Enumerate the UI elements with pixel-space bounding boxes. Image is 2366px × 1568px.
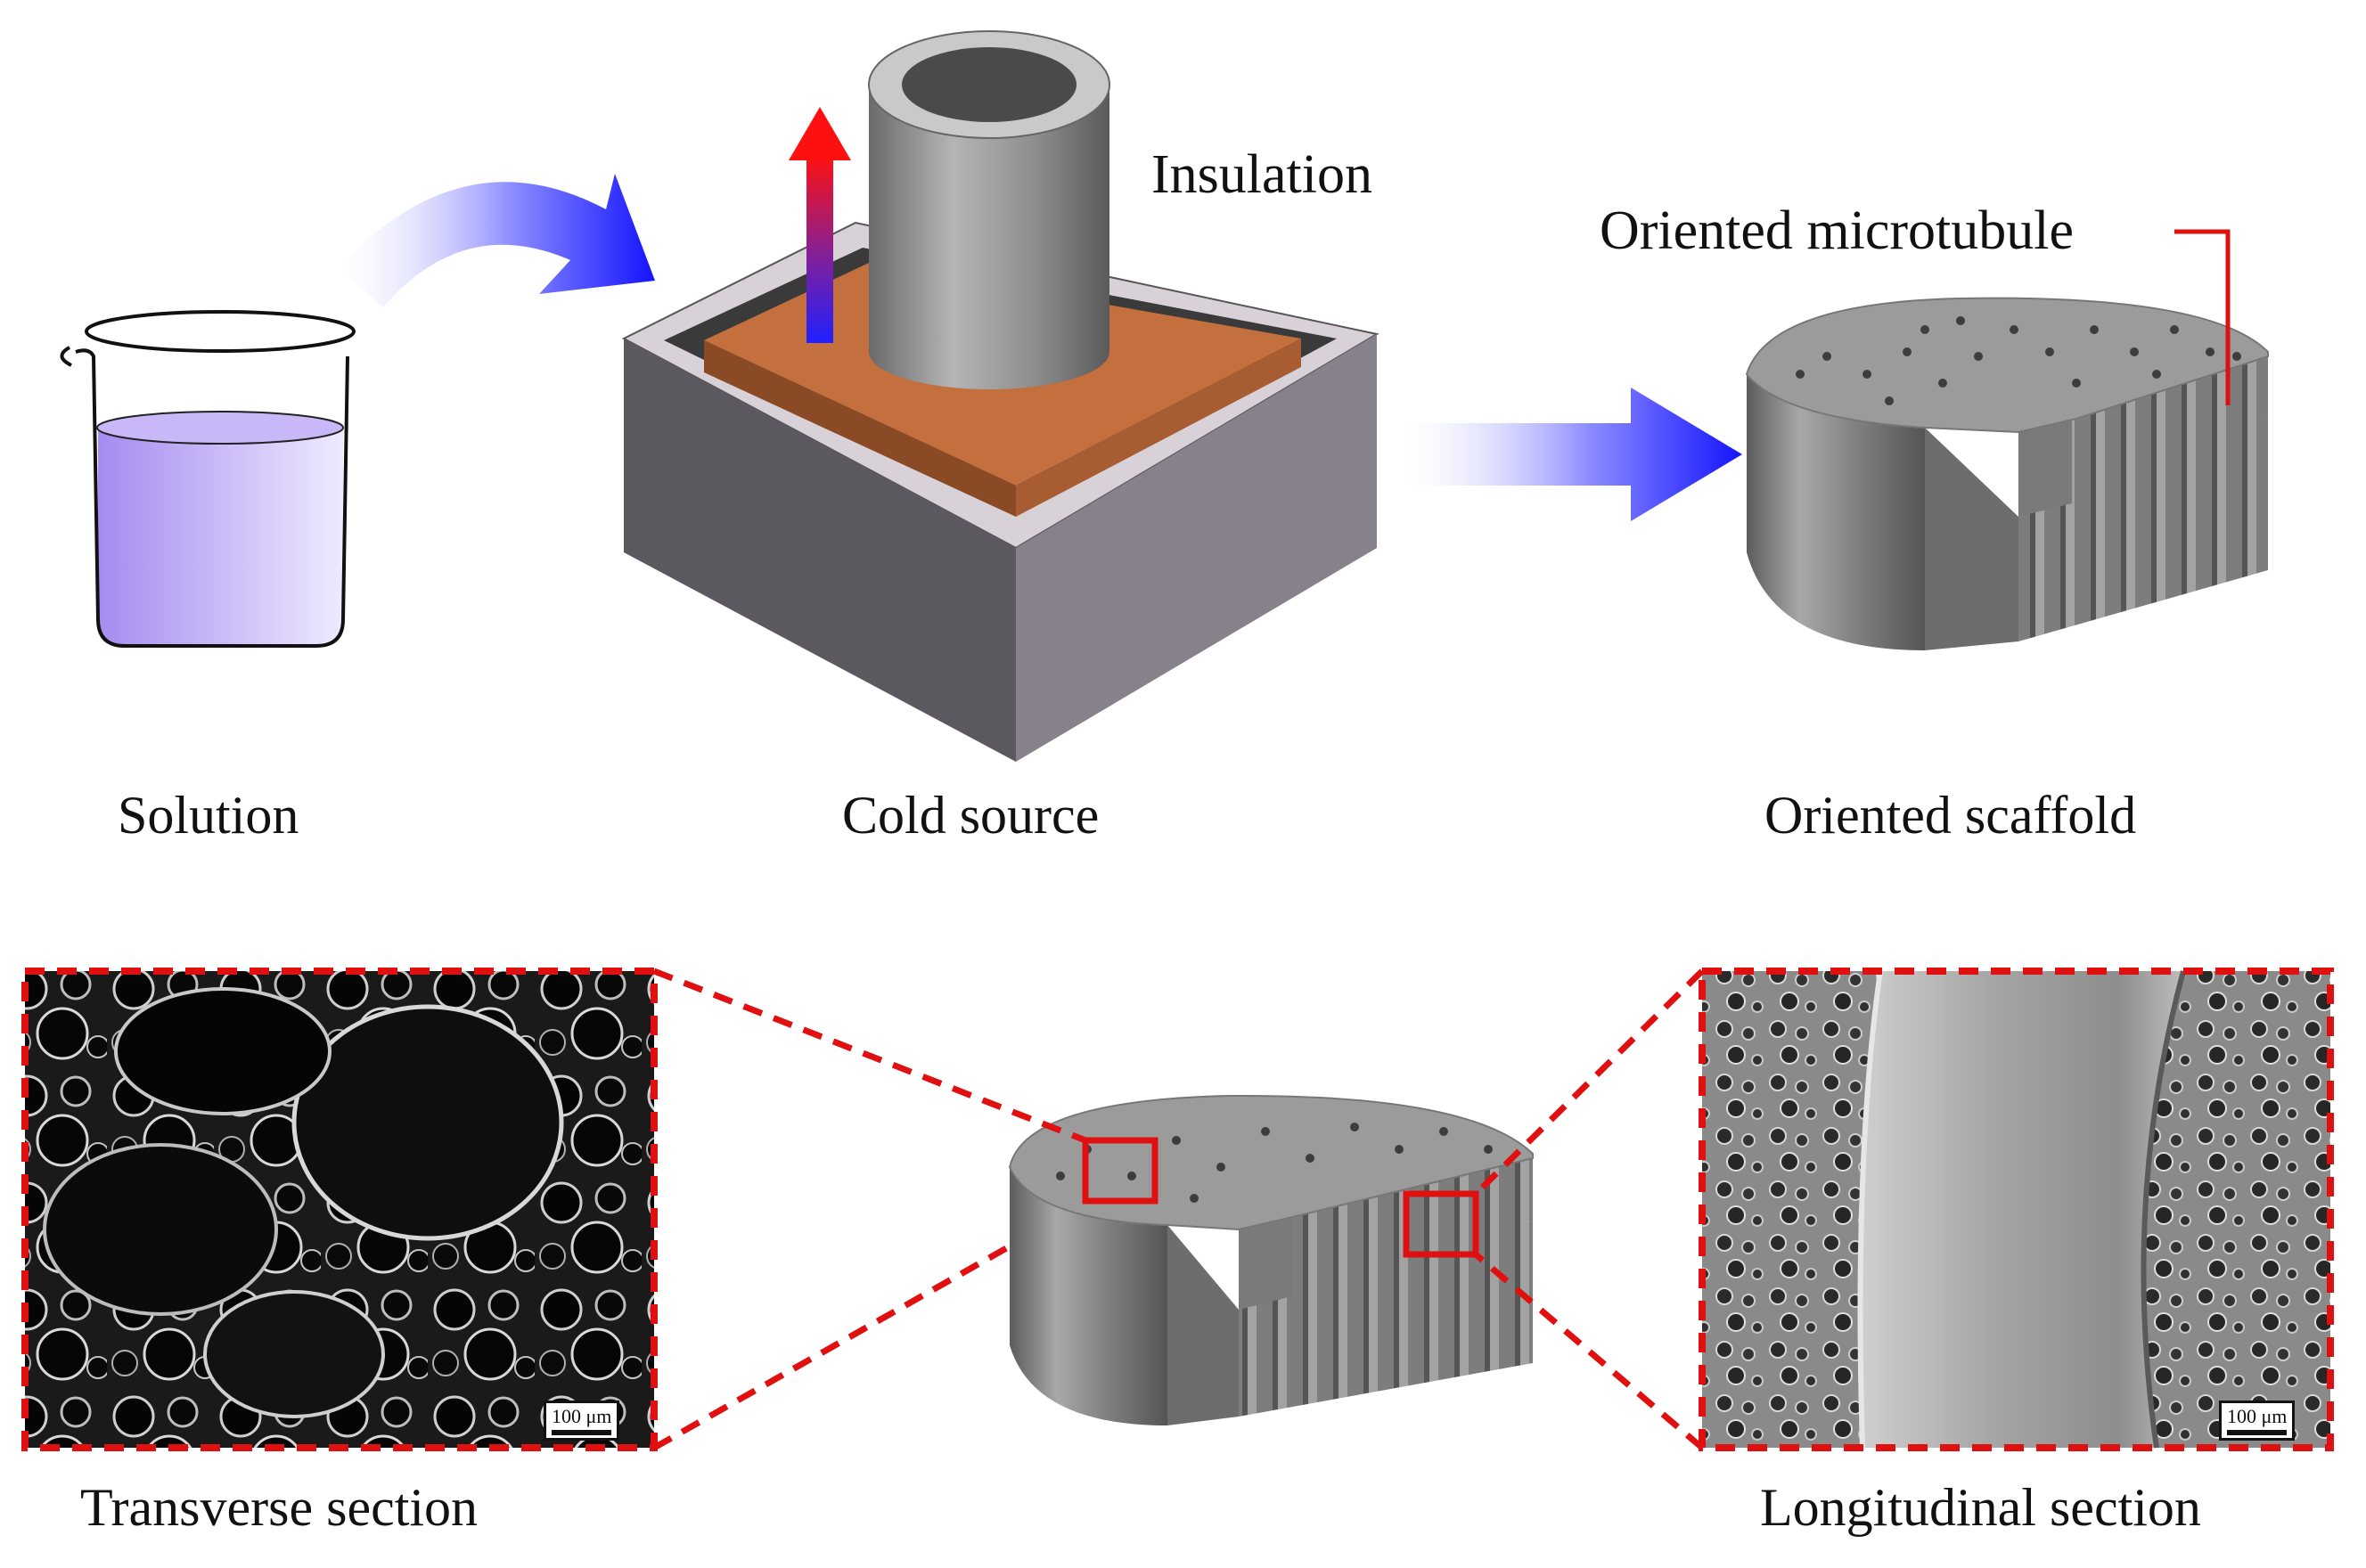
insulation-label: Insulation [1151, 147, 1372, 202]
cold-source-apparatus [624, 31, 1377, 762]
scaffold-detail-3d [1010, 1096, 1533, 1425]
scale-bar-right-line [2227, 1430, 2287, 1435]
scale-bar-left-text: 100 μm [552, 1405, 611, 1427]
scale-bar-right-text: 100 μm [2227, 1405, 2287, 1427]
straight-arrow-icon [1404, 388, 1742, 521]
insulation-tube [869, 31, 1109, 389]
cold-source-label: Cold source [842, 788, 1099, 842]
oriented-scaffold-3d [1747, 232, 2268, 650]
oriented-microtubule-label: Oriented microtubule [1600, 203, 2074, 258]
longitudinal-sem-image [1702, 971, 2330, 1448]
scale-bar-right: 100 μm [2219, 1401, 2295, 1441]
scale-bar-left: 100 μm [544, 1401, 619, 1441]
beaker-icon [61, 312, 354, 646]
curved-arrow-icon [339, 174, 655, 307]
transverse-section-label: Transverse section [80, 1481, 478, 1534]
solution-label: Solution [118, 788, 299, 842]
scale-bar-left-line [552, 1430, 611, 1435]
transverse-sem-image [25, 971, 654, 1448]
longitudinal-section-label: Longitudinal section [1760, 1481, 2201, 1534]
oriented-scaffold-label: Oriented scaffold [1764, 788, 2136, 842]
